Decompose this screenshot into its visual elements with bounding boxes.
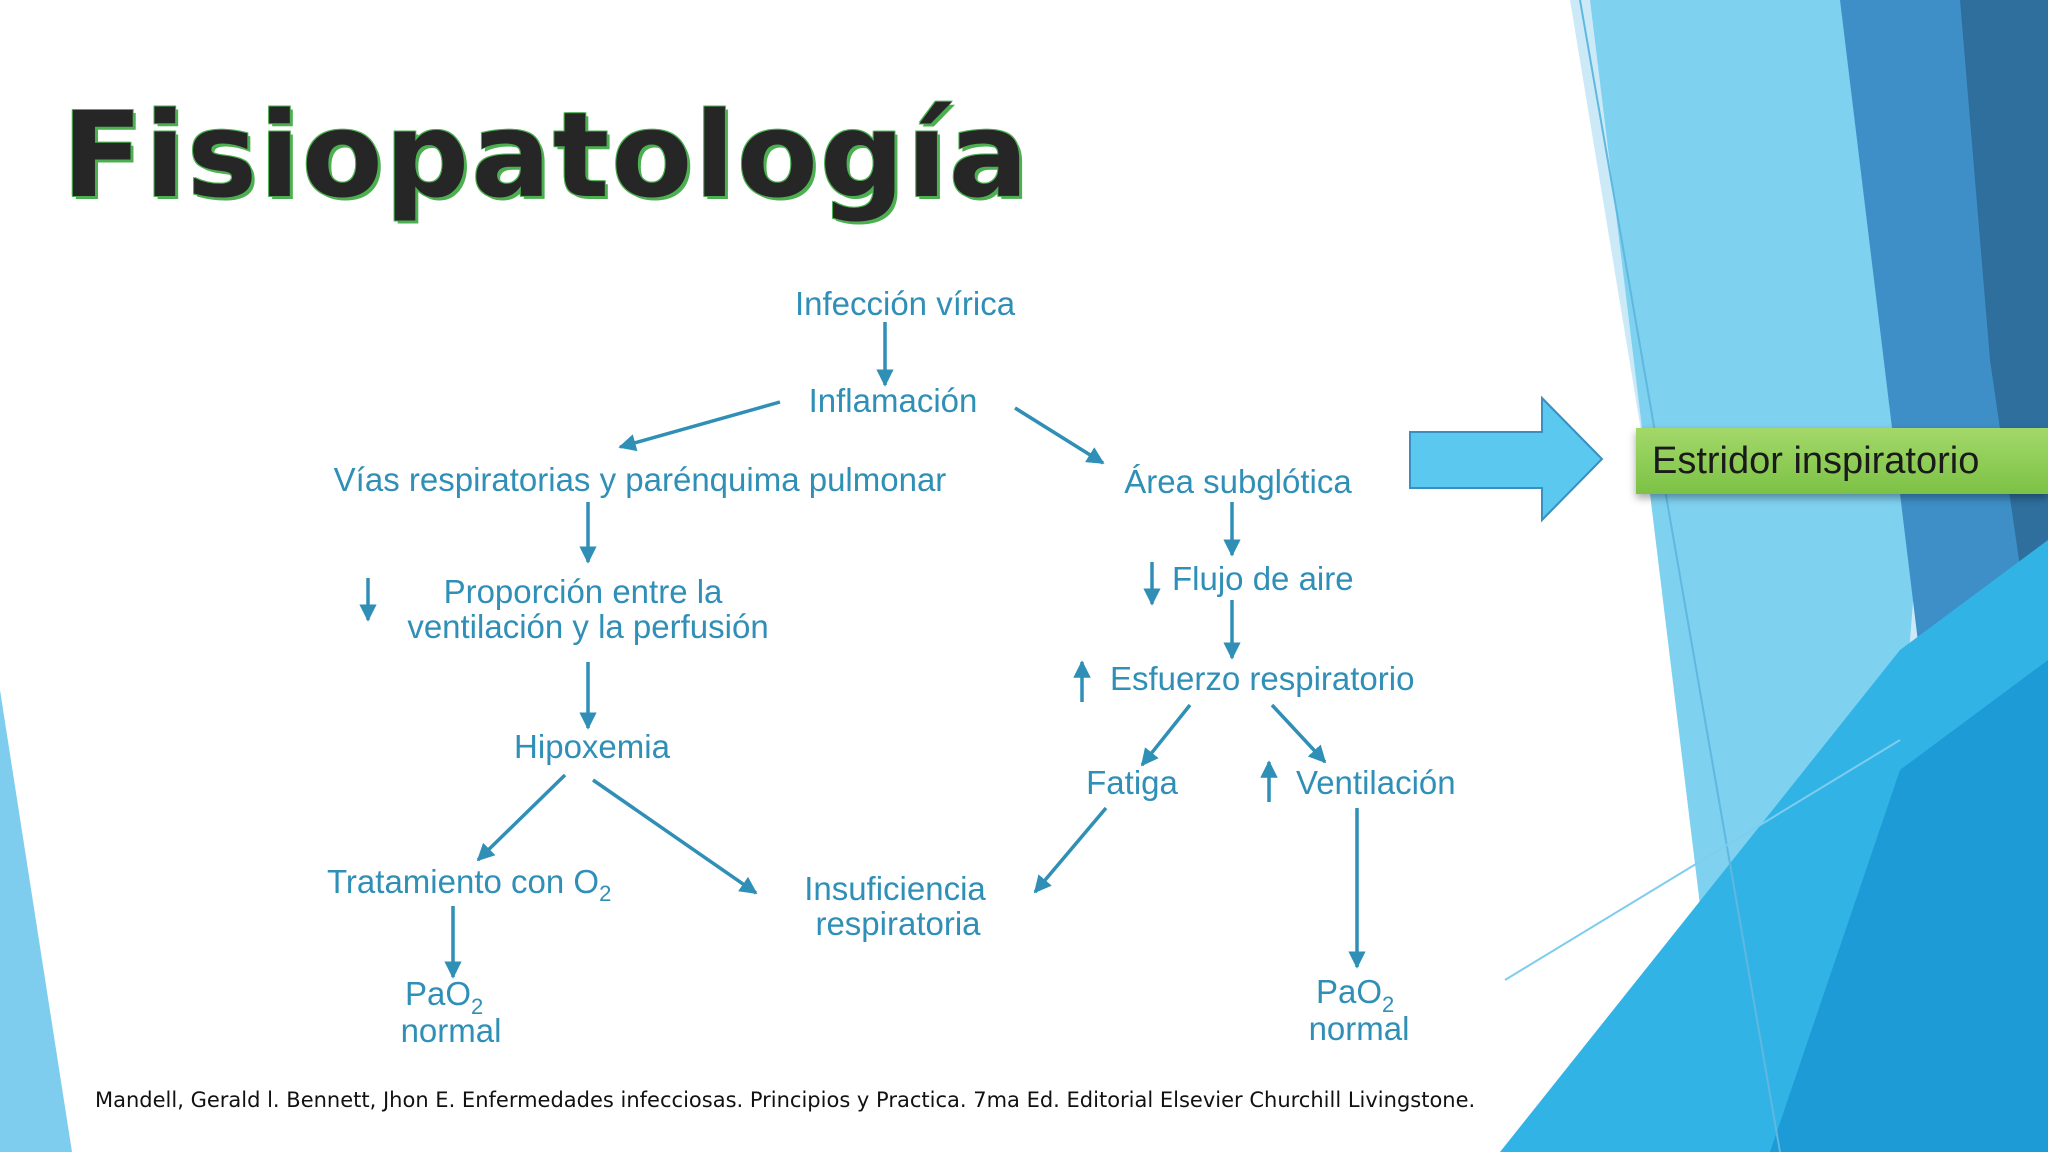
node-pao2-right: PaO2 — [1316, 973, 1394, 1017]
edge-hypoxemia-failure — [592, 778, 758, 895]
node-o2-treatment-text: Tratamiento con O — [327, 863, 599, 900]
edge-fatigue-failure — [1033, 806, 1108, 894]
node-hypoxemia: Hipoxemia — [514, 728, 671, 765]
node-airflow: Flujo de aire — [1172, 560, 1354, 597]
node-o2-treatment: Tratamiento con O2 — [327, 863, 611, 906]
node-vq-ratio-line1: Proporción entre la — [444, 573, 723, 610]
slide-title: Fisiopatología — [62, 86, 1031, 224]
node-inflammation: Inflamación — [809, 382, 978, 419]
result-box: Estridor inspiratorio — [1636, 428, 2048, 494]
result-label: Estridor inspiratorio — [1652, 439, 1980, 482]
node-subglottic: Área subglótica — [1124, 463, 1352, 500]
node-viral-infection: Infección vírica — [795, 285, 1016, 322]
edge-inflammation-subglottic — [1014, 406, 1105, 465]
right-accent-shape-deep — [1770, 660, 2048, 1152]
edge-hypoxemia-treatment — [476, 773, 567, 862]
node-normal-left: normal — [401, 1012, 502, 1049]
big-right-arrow — [1409, 395, 1604, 523]
right-accent-line — [1579, 0, 1781, 1152]
node-respiratory-failure-line1: Insuficiencia — [804, 870, 986, 907]
node-vq-ratio-line2: ventilación y la perfusión — [407, 608, 768, 645]
edge-inflammation-airways — [618, 400, 781, 452]
citation: Mandell, Gerald l. Bennett, Jhon E. Enfe… — [95, 1088, 1476, 1112]
edge-effort-ventilation — [1270, 703, 1327, 764]
node-respiratory-effort: Esfuerzo respiratorio — [1110, 660, 1414, 697]
node-pao2-left-subscript: 2 — [471, 994, 483, 1019]
right-accent-line-2 — [1504, 739, 1901, 981]
node-pao2-right-subscript: 2 — [1382, 992, 1394, 1017]
node-pao2-left: PaO2 — [405, 975, 483, 1019]
left-accent-shape — [0, 690, 72, 1152]
node-normal-right: normal — [1309, 1010, 1410, 1047]
node-ventilation: Ventilación — [1296, 764, 1456, 801]
node-pao2-right-text: PaO — [1316, 973, 1382, 1010]
node-o2-treatment-subscript: 2 — [599, 881, 611, 906]
node-pao2-left-text: PaO — [405, 975, 471, 1012]
node-fatigue: Fatiga — [1086, 764, 1178, 801]
node-respiratory-failure-line2: respiratoria — [815, 905, 981, 942]
node-airways: Vías respiratorias y parénquima pulmonar — [334, 461, 947, 498]
edge-effort-fatigue — [1140, 703, 1192, 767]
